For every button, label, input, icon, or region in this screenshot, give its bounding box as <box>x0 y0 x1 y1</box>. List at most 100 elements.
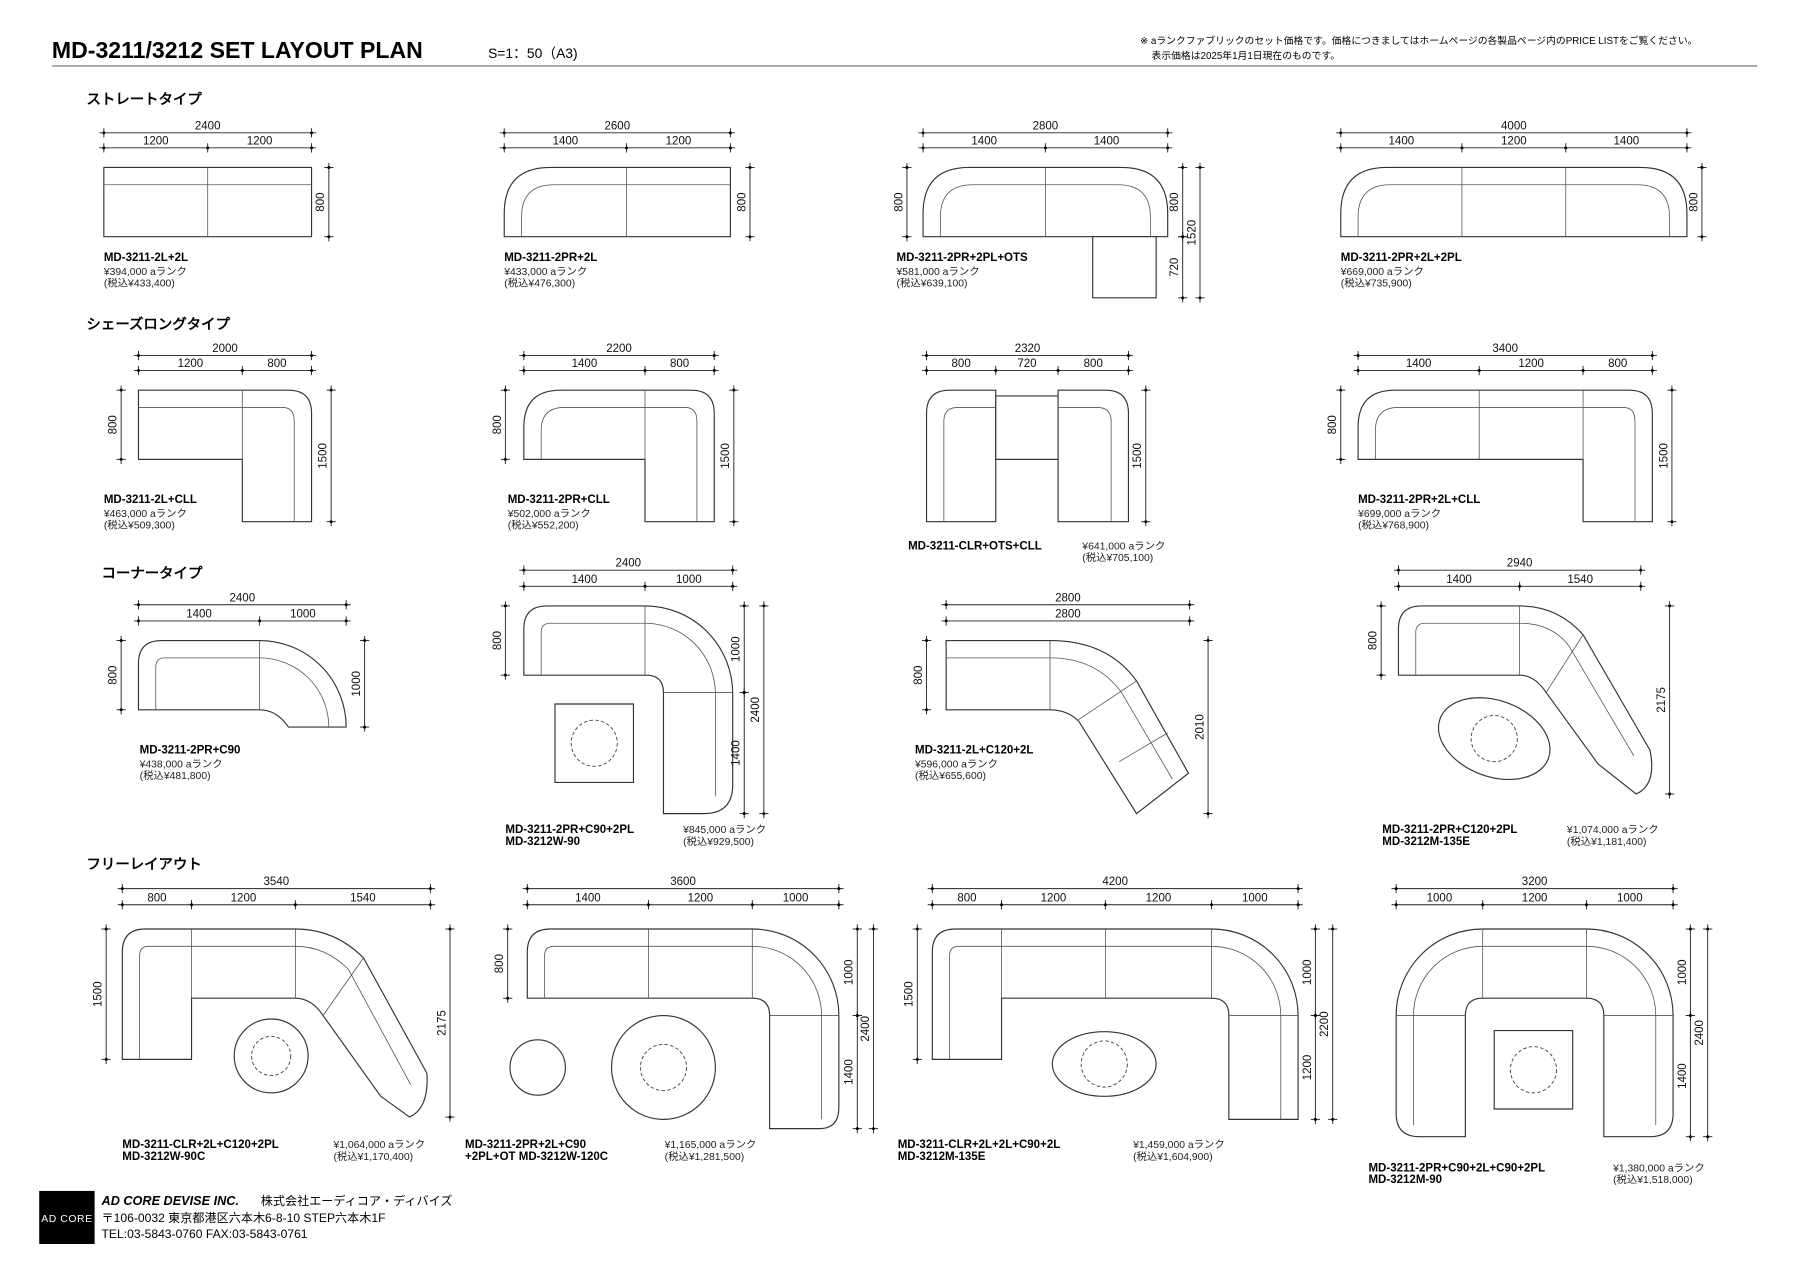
dimension-label: 800 <box>893 192 905 211</box>
dimension-dot <box>1166 146 1170 150</box>
logo-text: AD CORE <box>41 1214 92 1225</box>
model-name: MD-3211-2PR+C90+2L+C90+2PL <box>1368 1162 1545 1174</box>
dimension-label: 1000 <box>1302 959 1314 985</box>
dimension-label: 800 <box>957 892 976 904</box>
dimension-dot <box>1394 903 1398 907</box>
set-price: ¥1,459,000 aランク <box>1132 1139 1225 1151</box>
dimension-dot <box>1581 369 1585 373</box>
dimension-dot <box>522 354 526 358</box>
dimension-dot <box>1518 584 1522 588</box>
dimension-dot <box>921 131 925 135</box>
dimension-dot <box>1188 619 1192 623</box>
set-price-tax-included: (税込¥1,518,000) <box>1613 1173 1693 1186</box>
set-price-tax-included: (税込¥735,900) <box>1341 276 1412 289</box>
dimension-dot <box>525 887 529 891</box>
set-price: ¥1,165,000 aランク <box>664 1139 757 1151</box>
sofa-seam <box>322 957 364 1016</box>
sofa-module <box>1357 389 1653 523</box>
dimension-label: 1200 <box>1041 892 1067 904</box>
company-logo <box>39 1190 95 1244</box>
dimension-dot <box>1394 887 1398 891</box>
sofa-module <box>503 166 731 238</box>
set-price: ¥581,000 aランク <box>896 266 980 278</box>
dimension-label: 800 <box>1327 415 1339 434</box>
dimension-dot <box>855 927 859 931</box>
dimension-dot <box>728 146 732 150</box>
dimension-dot <box>1126 354 1130 358</box>
dimension-label: 1000 <box>731 636 743 662</box>
dimension-dot <box>1339 146 1343 150</box>
dimension-label: 800 <box>913 666 925 685</box>
dimension-label: 2940 <box>1507 558 1533 570</box>
dimension-dot <box>944 619 948 623</box>
dimension-dot <box>732 388 736 392</box>
sofa-seam <box>1058 407 1112 522</box>
dimension-label: 800 <box>736 192 748 211</box>
sofa-seam <box>1413 945 1657 1126</box>
model-name: MD-3211-CLR+2L+C120+2PL <box>122 1139 278 1151</box>
company-contact: TEL:03-5843-0760 FAX:03-5843-0761 <box>102 1227 308 1241</box>
dimension-label: 800 <box>1688 192 1700 211</box>
dimension-dot <box>136 619 140 623</box>
sofa-seam <box>949 945 1282 1120</box>
dimension-dot <box>1670 388 1674 392</box>
set-price-tax-included: (税込¥1,281,500) <box>665 1150 745 1163</box>
dimension-dot <box>748 235 752 239</box>
dimension-dot <box>1339 457 1343 461</box>
dimension-dot <box>1313 1014 1317 1018</box>
model-name: MD-3211-2PR+C90+2PL <box>505 824 634 836</box>
dimension-label: 1200 <box>247 135 273 147</box>
dimension-dot <box>258 619 262 623</box>
dimension-dot <box>925 354 929 358</box>
dimension-dot <box>1396 568 1400 572</box>
dimension-dot <box>1144 388 1148 392</box>
dimension-label: 1000 <box>351 671 363 697</box>
dimension-dot <box>310 369 314 373</box>
model-name: MD-3211-2PR+2L+2PL <box>1341 252 1462 264</box>
set-price: ¥1,380,000 aランク <box>1612 1162 1705 1174</box>
dimension-dot <box>329 388 333 392</box>
table-top-marker <box>570 719 618 767</box>
section-title-straight: ストレートタイプ <box>87 91 203 108</box>
table <box>1437 697 1551 781</box>
model-name: MD-3211-2PR+2L+CLL <box>1358 494 1480 506</box>
dimension-dot <box>1356 369 1360 373</box>
set-price-tax-included: (税込¥476,300) <box>504 276 575 289</box>
dimension-label: 800 <box>315 192 327 211</box>
dimension-dot <box>712 354 716 358</box>
price-date-note: 表示価格は2025年1月1日現在のものです。 <box>1152 49 1340 62</box>
dimension-dot <box>1650 354 1654 358</box>
sofa-module <box>1057 389 1130 523</box>
dimension-label: 2320 <box>1015 343 1041 355</box>
dimension-dot <box>1668 604 1672 608</box>
sofa-module <box>137 639 347 728</box>
table-top-marker <box>1509 1046 1557 1094</box>
dimension-dot <box>102 146 106 150</box>
dimension-dot <box>1688 1135 1692 1139</box>
dimension-dot <box>1379 673 1383 677</box>
dimension-dot <box>712 369 716 373</box>
dimension-label: 1000 <box>1427 892 1453 904</box>
dimension-dot <box>1056 369 1060 373</box>
dimension-label: 800 <box>952 358 971 370</box>
dimension-label: 2010 <box>1194 714 1206 740</box>
model-name: MD-3211-CLR+2L+2L+C90+2L <box>898 1139 1061 1151</box>
sofa-seam <box>540 622 716 797</box>
set-price-tax-included: (税込¥768,900) <box>1358 519 1429 532</box>
dimension-label: 1000 <box>844 959 856 985</box>
model-name: MD-3211-2PR+2L+C90 <box>465 1139 586 1151</box>
dimension-dot <box>1313 927 1317 931</box>
dimension-dot <box>1477 369 1481 373</box>
dimension-dot <box>930 903 934 907</box>
dimension-dot <box>871 1127 875 1131</box>
dimension-dot <box>1210 903 1214 907</box>
dimension-label: 1500 <box>318 443 330 469</box>
dimension-label: 720 <box>1017 358 1036 370</box>
dimension-dot <box>1688 927 1692 931</box>
dimension-label: 1400 <box>1094 135 1120 147</box>
sofa-seam <box>544 945 822 1120</box>
dimension-label: 1200 <box>178 358 204 370</box>
dimension-dot <box>994 369 998 373</box>
dimension-dot <box>503 604 507 608</box>
sofa-seam <box>1357 184 1671 237</box>
